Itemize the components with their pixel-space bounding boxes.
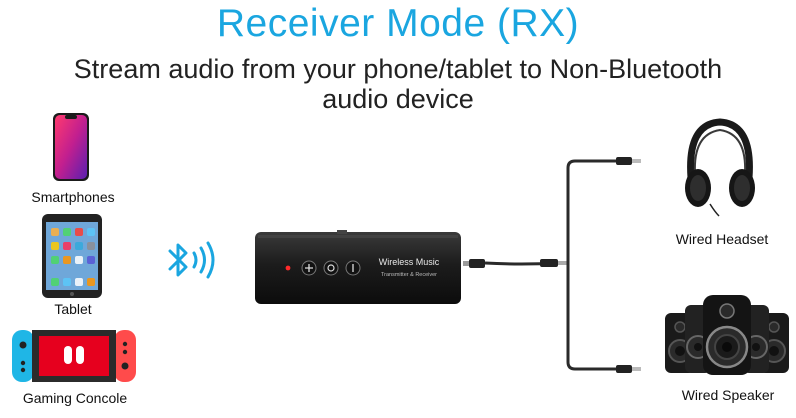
output-label-headset: Wired Headset xyxy=(675,231,769,247)
page-title: Receiver Mode (RX) xyxy=(216,2,580,45)
volume-up-button[interactable] xyxy=(301,260,317,276)
device-model-text: Transmitter & Receiver xyxy=(381,272,437,278)
tablet-icon xyxy=(42,214,102,298)
output-label-speaker: Wired Speaker xyxy=(681,387,775,403)
smartphone-icon xyxy=(53,113,89,181)
page-subtitle: Stream audio from your phone/tablet to N… xyxy=(0,54,796,114)
bluetooth-icon xyxy=(168,241,215,279)
source-label-smartphones: Smartphones xyxy=(31,189,115,205)
source-label-tablet: Tablet xyxy=(54,301,92,317)
device-brand-text: Wireless Music xyxy=(379,257,440,267)
play-pause-button[interactable] xyxy=(323,260,339,276)
receiver-device: Wireless Music Transmitter & Receiver xyxy=(255,230,461,304)
subtitle-line-1: Stream audio from your phone/tablet to N… xyxy=(73,54,723,84)
game-console-icon xyxy=(12,330,136,382)
headphones-icon xyxy=(685,118,755,217)
volume-down-button[interactable] xyxy=(345,260,361,276)
speaker-icon xyxy=(665,295,789,375)
source-label-gaming-console: Gaming Concole xyxy=(22,390,128,406)
subtitle-line-2: audio device xyxy=(322,84,474,114)
status-led xyxy=(285,265,291,271)
